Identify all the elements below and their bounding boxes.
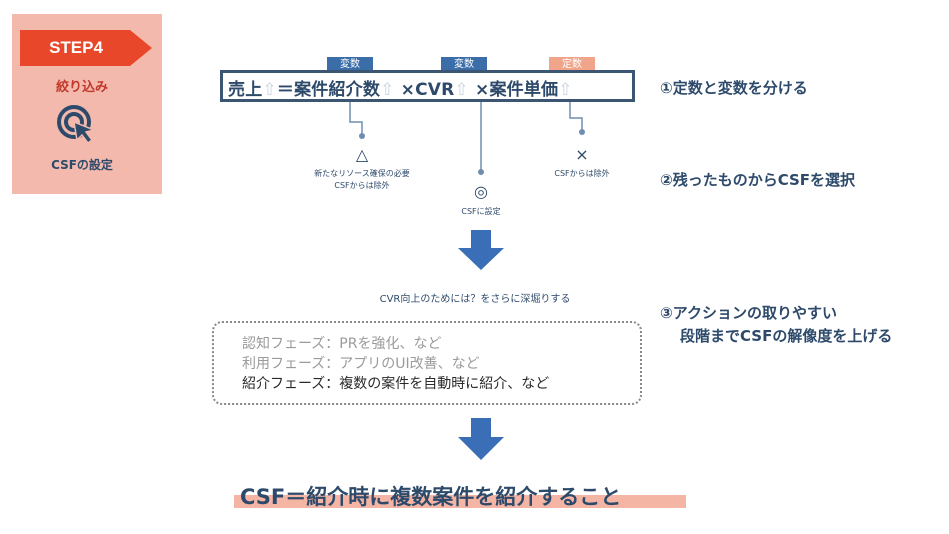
step-label: STEP4: [49, 38, 103, 57]
deep-dive-note: CVR向上のためには？をさらに深堀りする: [379, 294, 571, 305]
step-refine-line1: ③アクションの取りやすい: [660, 304, 837, 322]
step-flag: [20, 30, 152, 66]
phase-awareness: 認知フェーズ：PRを強化、など: [242, 336, 442, 352]
cross-mark: ×: [575, 145, 589, 164]
step-select-csf: ②残ったものからCSFを選択: [660, 171, 856, 189]
price-note: CSFからは除外: [554, 169, 610, 178]
formula: 売上⇧＝案件紹介数⇧ ×CVR⇧ ×案件単価⇧: [228, 75, 573, 100]
up-arrow-icon: ⇧: [380, 80, 395, 100]
step-subtitle: 絞り込み: [55, 80, 108, 95]
step-refine-line2: 段階までCSFの解像度を上げる: [680, 327, 893, 345]
variable-tag: 変数: [327, 57, 373, 72]
phase-box: [212, 321, 642, 405]
formula-unit-price: 案件単価: [489, 80, 559, 100]
target-cursor-icon: [57, 105, 97, 145]
step-caption: CSFの設定: [51, 158, 113, 172]
cvr-note: CSFに設定: [461, 207, 501, 216]
formula-referrals: 案件紹介数: [294, 80, 381, 100]
formula-sales: 売上: [228, 80, 263, 100]
phase-usage: 利用フェーズ：アプリのUI改善、など: [242, 356, 480, 372]
up-arrow-icon: ⇧: [454, 80, 469, 100]
double-circle-mark: ◎: [474, 182, 488, 201]
referrals-note: 新たなリソース確保の必要: [314, 169, 410, 178]
up-arrow-icon: ⇧: [262, 80, 277, 100]
step-define-variables: ①定数と変数を分ける: [660, 79, 808, 97]
formula-times: ×: [475, 80, 490, 100]
variable-tag: 変数: [441, 57, 487, 72]
result-statement: CSF＝紹介時に複数案件を紹介すること: [240, 485, 622, 509]
up-arrow-icon: ⇧: [558, 80, 573, 100]
referrals-exclusion: CSFからは除外: [334, 181, 390, 190]
formula-times: ×: [400, 80, 416, 100]
result-highlight: [234, 495, 686, 508]
phase-referral: 紹介フェーズ：複数の案件を自動時に紹介、など: [242, 376, 550, 392]
constant-tag: 定数: [549, 57, 595, 72]
down-arrow-icon: [458, 230, 504, 460]
formula-cvr: CVR: [415, 80, 455, 100]
formula-box: [220, 70, 635, 102]
triangle-mark: △: [355, 145, 369, 164]
formula-equals: ＝: [276, 80, 295, 100]
